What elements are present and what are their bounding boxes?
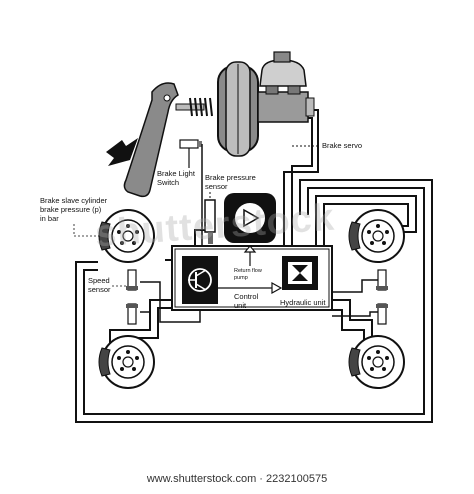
label-brake-servo: Brake servo	[322, 141, 363, 150]
brake-servo-icon	[217, 61, 259, 157]
leader-lines	[73, 224, 126, 287]
sensor-wires	[140, 279, 378, 323]
brake-lines	[75, 109, 433, 423]
label-speed-sensor: Speed sensor	[88, 276, 111, 294]
control-arrow	[218, 281, 283, 295]
push-arrow-icon	[106, 138, 138, 166]
pedal-icon	[123, 82, 213, 198]
pump-icon	[224, 193, 276, 243]
transistor-icon	[182, 256, 218, 304]
return-flow-arrow	[243, 245, 257, 266]
label-control-unit: Control unit	[234, 292, 259, 310]
brake-light-switch	[179, 139, 203, 245]
label-return-flow-pump: Return flow pump	[234, 268, 262, 281]
hourglass-valve-icon	[282, 256, 318, 290]
label-brake-light-switch: Brake Light Switch	[157, 169, 195, 187]
label-hydraulic-unit: Hydraulic unit	[280, 298, 326, 307]
footer-text: www.shutterstock.com · 2232100575	[146, 473, 328, 485]
master-cylinder-icon	[257, 51, 315, 123]
label-brake-pressure-sensor: Brake pressure sensor	[205, 173, 256, 191]
brake-disc-icon	[98, 209, 405, 389]
stock-footer: www.shutterstock.com · 2232100575	[0, 468, 474, 489]
speed-sensor-icons	[126, 269, 388, 325]
label-brake-slave-cylinder: Brake slave cylinder brake pressure (p) …	[40, 196, 108, 223]
brake-pressure-sensor	[204, 192, 216, 244]
